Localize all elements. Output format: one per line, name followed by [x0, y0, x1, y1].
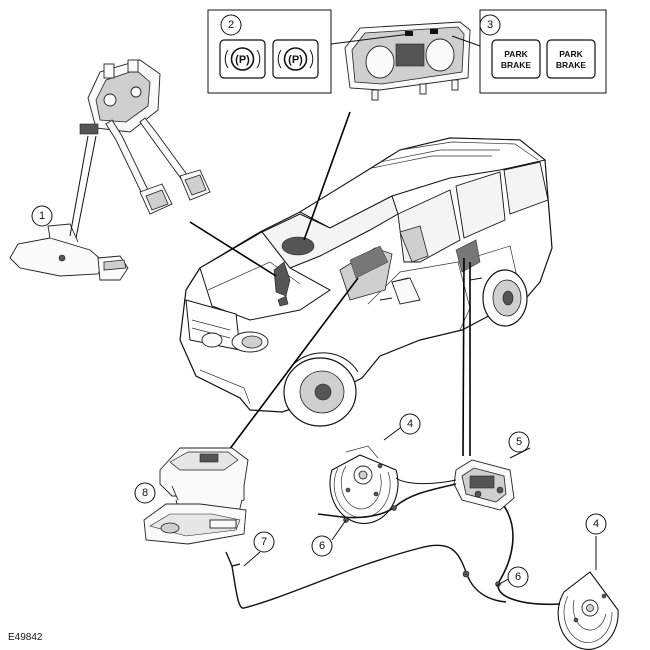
callout-label: 2	[228, 19, 234, 31]
park-brake-text-line2: BRAKE	[501, 60, 532, 70]
callout-label: 8	[142, 487, 148, 499]
inset-symbol-warning-lamps: (P) (P)	[207, 9, 332, 94]
callout-6-left: 6	[311, 535, 333, 557]
park-brake-text-line1: PARK	[559, 49, 583, 59]
callout-2: 2	[220, 14, 242, 36]
brake-backplate-right	[557, 536, 619, 650]
callout-3: 3	[479, 14, 501, 36]
park-symbol-glyph: (P)	[288, 54, 303, 66]
callout-8: 8	[134, 482, 156, 504]
parking-brake-switch	[143, 447, 249, 545]
callout-5: 5	[508, 431, 530, 453]
pedal-box-assembly	[79, 59, 211, 215]
park-brake-text-line2: BRAKE	[556, 60, 587, 70]
callout-label: 4	[407, 418, 413, 430]
instrument-cluster	[330, 21, 481, 101]
callout-7: 7	[253, 531, 275, 553]
callout-label: 6	[515, 571, 521, 583]
brake-backplate-left	[329, 427, 401, 525]
callout-1: 1	[31, 205, 53, 227]
parking-brake-actuator-module	[453, 447, 531, 511]
vehicle-body	[179, 111, 553, 457]
warning-lamp-text-2: PARK BRAKE	[546, 39, 596, 79]
park-brake-text-line1: PARK	[504, 49, 528, 59]
warning-lamp-symbol-2: (P)	[272, 39, 319, 79]
warning-lamp-symbol-1: (P)	[219, 39, 266, 79]
park-symbol-glyph: (P)	[235, 54, 250, 66]
callout-label: 3	[487, 19, 493, 31]
callout-label: 6	[319, 540, 325, 552]
callout-label: 5	[516, 436, 522, 448]
warning-lamp-text-1: PARK BRAKE	[491, 39, 541, 79]
parking-brake-cables	[225, 477, 561, 609]
callout-label: 1	[39, 210, 45, 222]
inset-text-warning-lamps: PARK BRAKE PARK BRAKE	[479, 9, 607, 94]
callout-4-left: 4	[399, 413, 421, 435]
callout-label: 4	[593, 518, 599, 530]
callout-4-right: 4	[585, 513, 607, 535]
figure-reference: E49842	[8, 632, 43, 643]
pedal-sensor-module	[9, 135, 129, 281]
callout-label: 7	[261, 536, 267, 548]
callout-6-right: 6	[507, 566, 529, 588]
